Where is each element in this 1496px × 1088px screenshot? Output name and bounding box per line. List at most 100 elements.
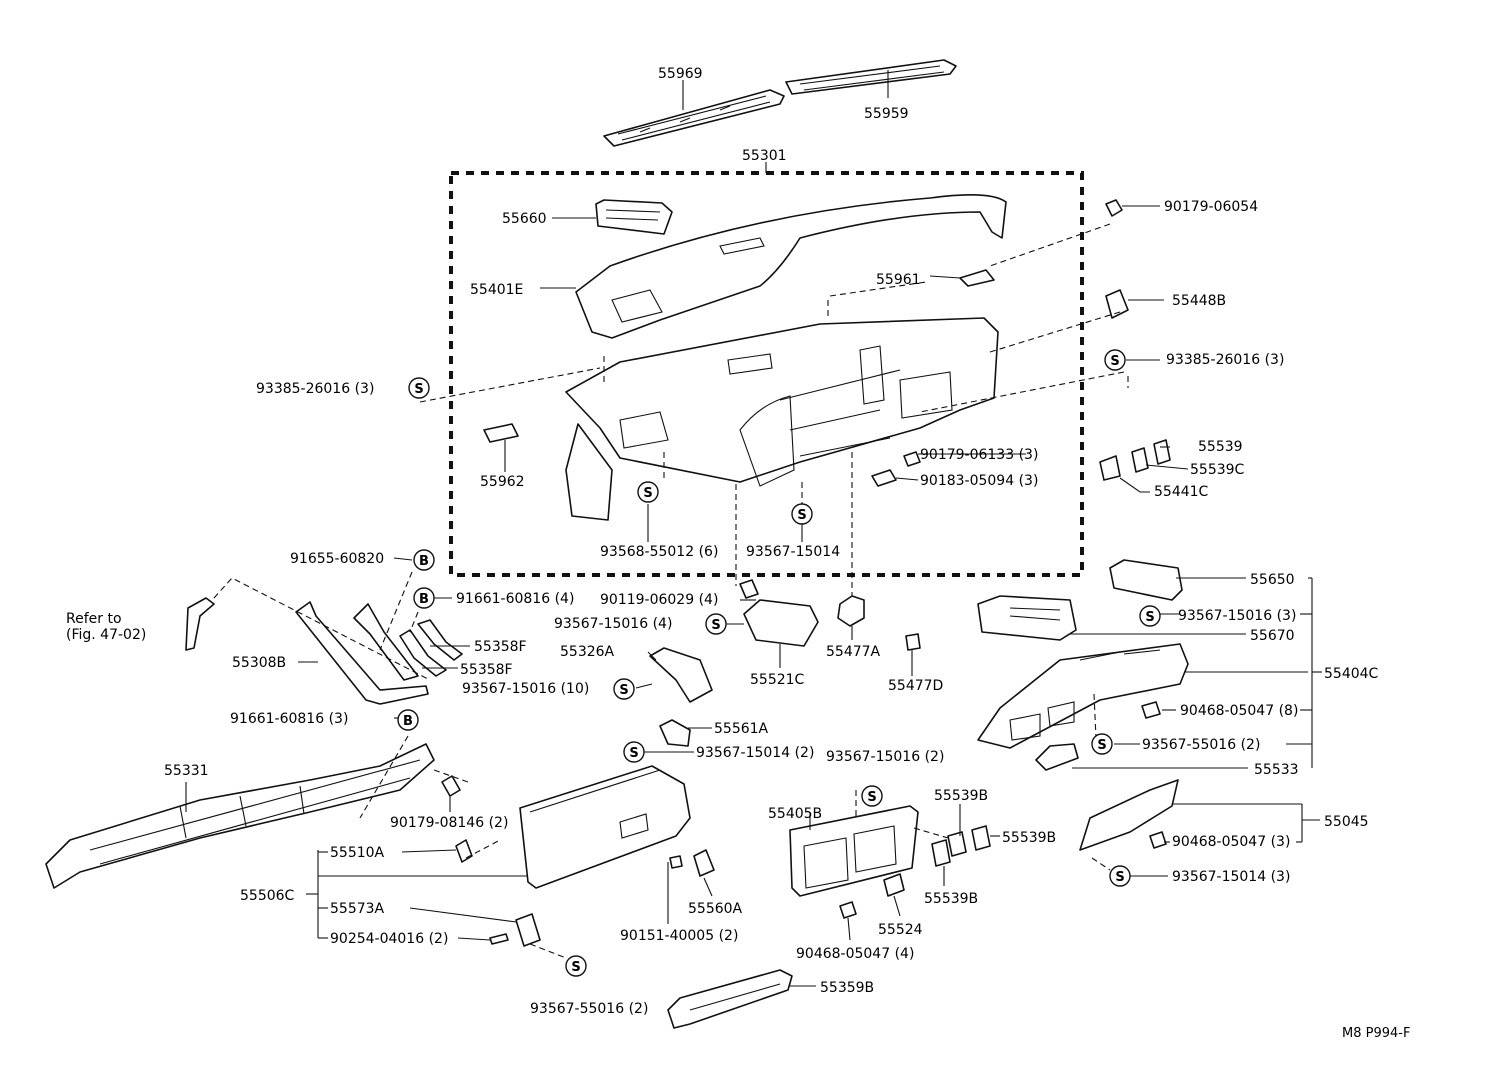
label-55650: 55650 <box>1250 572 1295 588</box>
svg-text:B: B <box>419 554 429 569</box>
svg-text:S: S <box>1145 610 1154 625</box>
svg-text:B: B <box>403 714 413 729</box>
vent-55533 <box>1035 743 1079 771</box>
label-93567-15014-3: 93567-15014 (3) <box>1172 869 1290 885</box>
assembly-frame-55301 <box>449 171 1084 577</box>
label-55510a: 55510A <box>330 845 385 861</box>
bracket-refer <box>185 597 215 651</box>
label-55539b-2: 55539B <box>1002 830 1056 846</box>
label-55308b: 55308B <box>232 655 286 671</box>
label-55448b: 55448B <box>1172 293 1226 309</box>
label-91655-60820: 91655-60820 <box>290 551 384 567</box>
bracket-55441c <box>1099 455 1121 481</box>
part-labels: 55969 55959 55301 55660 90179-06054 5596… <box>66 66 1410 1041</box>
pin-90254-04016 <box>489 933 509 945</box>
label-55539c: 55539C <box>1190 462 1245 478</box>
svg-text:S: S <box>1110 354 1119 369</box>
label-93385-26016-left: 93385-26016 (3) <box>256 381 374 397</box>
screw-symbol-6: S <box>705 613 727 635</box>
label-93567-55016-right: 93567-55016 (2) <box>1142 737 1260 753</box>
label-55573a: 55573A <box>330 901 385 917</box>
screw-symbol-10: S <box>861 785 883 807</box>
bracket-55521c <box>743 599 819 647</box>
svg-text:S: S <box>629 746 638 761</box>
label-93567-55016-bottom: 93567-55016 (2) <box>530 1001 648 1017</box>
clip-90468-05047-8 <box>1141 701 1161 719</box>
nut-90179-06133 <box>903 451 921 467</box>
screw-symbol-3: S <box>637 481 659 503</box>
cover-55524 <box>883 873 905 897</box>
screw-symbol-4: S <box>791 503 813 525</box>
defroster-grille-55959 <box>785 59 957 95</box>
lock-55510a <box>455 839 473 863</box>
glove-box-55506c <box>519 765 691 889</box>
label-90468-05047-3: 90468-05047 (3) <box>1172 834 1290 850</box>
label-90179-06054: 90179-06054 <box>1164 199 1258 215</box>
hinge-55573a <box>515 913 541 947</box>
label-90151-40005: 90151-40005 (2) <box>620 928 738 944</box>
dash-upper-pad-55401e <box>575 194 1007 339</box>
svg-text:S: S <box>571 960 580 975</box>
label-refer-to: Refer to <box>66 611 122 627</box>
defroster-grille-55969 <box>603 89 785 147</box>
bracket-55539 <box>1153 439 1171 465</box>
label-93567-15014: 93567-15014 <box>746 544 840 560</box>
label-55524: 55524 <box>878 922 923 938</box>
label-90254-04016: 90254-04016 (2) <box>330 931 448 947</box>
label-55962: 55962 <box>480 474 525 490</box>
side-vent-55660 <box>595 199 673 235</box>
label-90119-06029: 90119-06029 (4) <box>600 592 718 608</box>
label-55301: 55301 <box>742 148 787 164</box>
svg-text:S: S <box>619 683 628 698</box>
svg-text:S: S <box>711 618 720 633</box>
clip-55961 <box>959 269 995 287</box>
label-90468-05047-8: 90468-05047 (8) <box>1180 703 1298 719</box>
label-55506c: 55506C <box>240 888 295 904</box>
brace-55358f-a <box>399 629 447 677</box>
brace-55308b <box>295 601 429 705</box>
vent-55650 <box>1109 559 1183 601</box>
screw-symbol-9: S <box>623 741 645 763</box>
label-91661-60816-3: 91661-60816 (3) <box>230 711 348 727</box>
label-ref-code: M8 P994-F <box>1342 1026 1410 1041</box>
label-55477a: 55477A <box>826 644 881 660</box>
label-55660: 55660 <box>502 211 547 227</box>
latch-55560a <box>693 849 715 877</box>
label-93567-15016-3: 93567-15016 (3) <box>1178 608 1296 624</box>
label-93567-15016-10: 93567-15016 (10) <box>462 681 589 697</box>
label-55477d: 55477D <box>888 678 943 694</box>
screw-90151-40005 <box>669 855 683 869</box>
brace-55358f-c <box>417 619 463 661</box>
label-55539b-3: 55539B <box>924 891 978 907</box>
screw-symbol-2: S <box>1104 349 1126 371</box>
label-55961: 55961 <box>876 272 921 288</box>
bolt-symbol-1: B <box>413 549 435 571</box>
bracket-55539c <box>1131 447 1149 473</box>
label-93567-15014-2: 93567-15014 (2) <box>696 745 814 761</box>
screw-symbol-7: S <box>613 678 635 700</box>
brace-55358f-b <box>353 603 419 681</box>
switch-55539b-3 <box>931 839 951 867</box>
screw-symbol-11: S <box>1109 865 1131 887</box>
side-trim-55045 <box>1079 779 1179 851</box>
grommet-55477a <box>837 595 865 627</box>
switch-55539b-2 <box>971 825 991 851</box>
bolt-symbol-3: B <box>397 709 419 731</box>
label-55405b: 55405B <box>768 806 822 822</box>
label-55561a: 55561A <box>714 721 769 737</box>
screw-symbol-5: S <box>1139 605 1161 627</box>
clip-55962 <box>483 423 519 443</box>
vent-55670 <box>977 595 1077 641</box>
screw-symbol-1: S <box>408 377 430 399</box>
bracket-55561a <box>659 719 691 747</box>
svg-text:S: S <box>867 790 876 805</box>
label-55441c: 55441C <box>1154 484 1209 500</box>
bracket-55326a <box>649 647 713 703</box>
label-90183-05094: 90183-05094 (3) <box>920 473 1038 489</box>
lower-cover-55359b <box>667 969 793 1029</box>
label-fig-47-02: (Fig. 47-02) <box>66 627 146 643</box>
label-93567-15016-4: 93567-15016 (4) <box>554 616 672 632</box>
label-55539: 55539 <box>1198 439 1243 455</box>
clip-90468-05047-3 <box>1149 831 1167 849</box>
